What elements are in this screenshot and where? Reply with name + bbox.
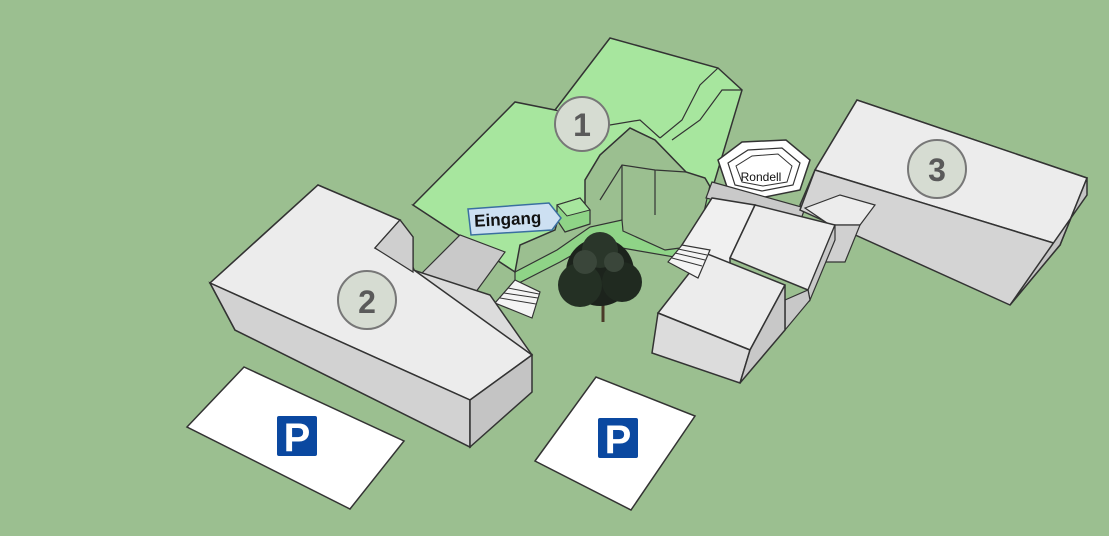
tree-icon: [558, 232, 642, 322]
parking-lot-left[interactable]: P: [185, 366, 406, 510]
rondell-label: Rondell: [741, 170, 782, 184]
parking-symbol: P: [605, 418, 632, 462]
building-number: 2: [358, 284, 376, 320]
entrance-text: Eingang: [474, 208, 542, 230]
rondell[interactable]: Rondell: [717, 139, 811, 199]
building-1-marker[interactable]: 1: [554, 96, 610, 152]
parking-sign-icon: [275, 414, 319, 458]
parking-symbol: P: [284, 416, 311, 460]
building-2-marker[interactable]: 2: [337, 270, 397, 330]
building-number: 1: [573, 107, 591, 143]
stairs-right: [667, 244, 711, 279]
entrance-label[interactable]: Eingang: [467, 202, 562, 236]
stairs-left: [493, 279, 541, 319]
parking-lot-right[interactable]: P: [533, 376, 697, 511]
arrow-right-icon: [467, 202, 562, 236]
building-3-marker[interactable]: 3: [907, 139, 967, 199]
parking-sign-icon: [596, 416, 640, 460]
building-cluster-right[interactable]: [651, 197, 837, 384]
building-number: 3: [928, 152, 946, 188]
